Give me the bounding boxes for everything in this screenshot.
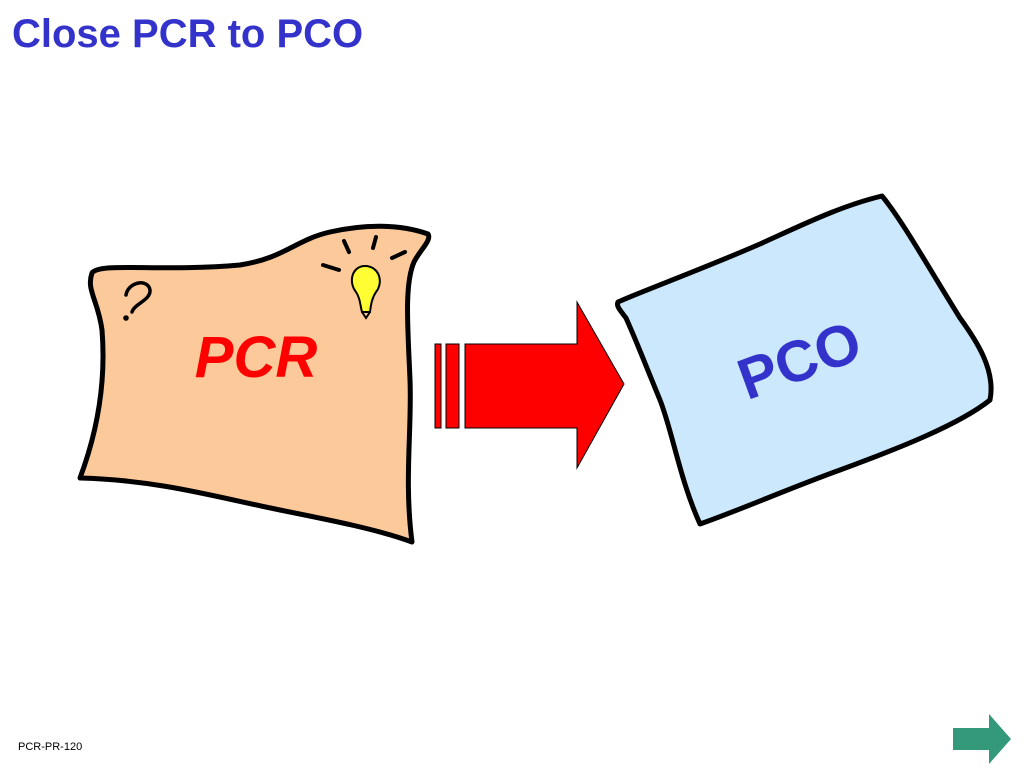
next-slide-button[interactable] [951, 712, 1013, 766]
pcr-shape: PCR [77, 223, 432, 545]
pco-shape: PCO [615, 193, 994, 527]
pcr-document-shape [77, 223, 432, 545]
arrow-body [464, 300, 625, 470]
pcr-label: PCR [195, 325, 318, 390]
arrow-tail-bar-2 [445, 343, 460, 429]
footer-slide-code: PCR-PR-120 [18, 741, 83, 753]
arrow-tail-bar-1 [434, 343, 442, 429]
lightbulb-icon [321, 235, 407, 320]
arrow-right-icon [953, 714, 1011, 764]
page-title: Close PCR to PCO [12, 12, 364, 56]
flow-arrow [434, 300, 625, 470]
question-mark-icon [123, 281, 152, 321]
pco-document-shape [615, 193, 994, 527]
